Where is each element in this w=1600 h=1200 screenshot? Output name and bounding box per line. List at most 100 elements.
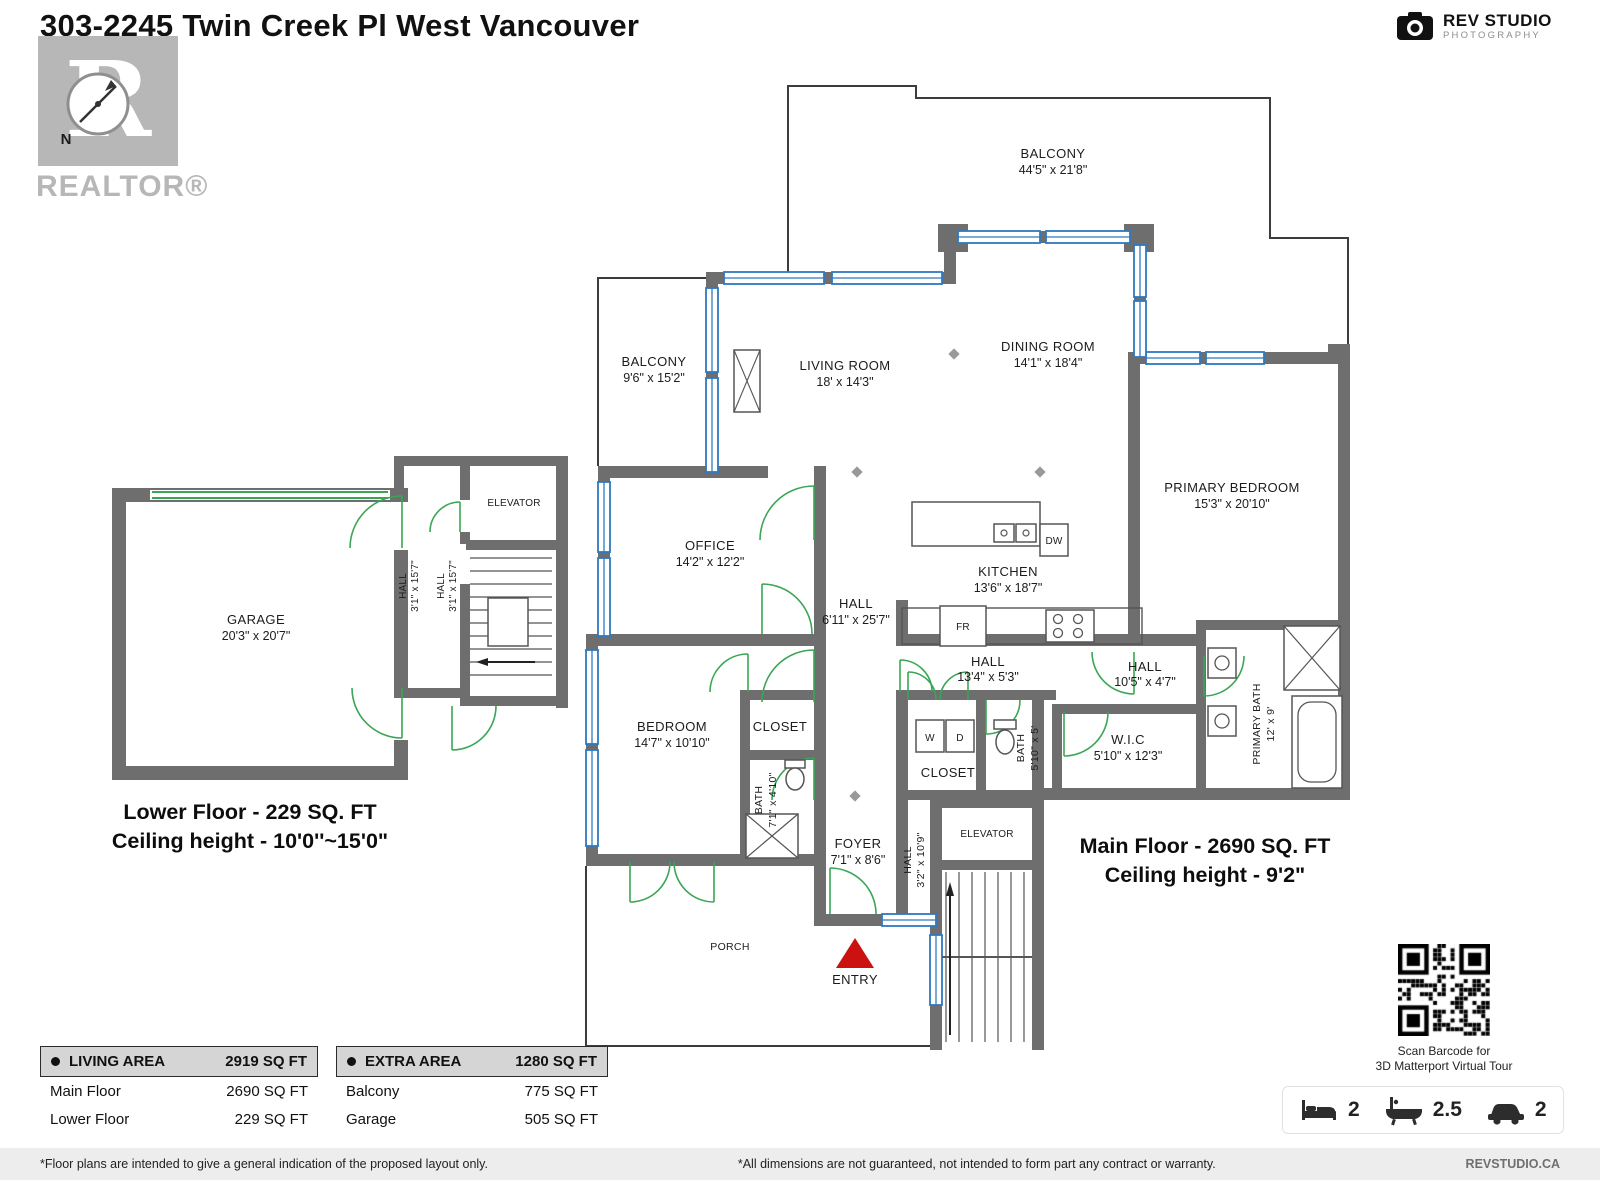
dishwasher: [1039, 523, 1069, 557]
label-kitchen-dims: 13'6" x 18'7": [974, 581, 1043, 595]
bath-fixtures: [745, 625, 1343, 859]
qr-caption-line1: Scan Barcode for: [1397, 1044, 1491, 1058]
label-fridge: FR: [956, 622, 970, 633]
entry-label: ENTRY: [832, 972, 878, 987]
label-porch: PORCH: [710, 941, 749, 953]
washer: [915, 719, 945, 753]
label-primary-bath-dims: 12' x 9': [1265, 706, 1277, 741]
label-bedroom-name: BEDROOM: [637, 719, 707, 734]
lower-floor-ceiling: Ceiling height - 10'0''~15'0": [111, 829, 389, 853]
room-elevator-lower: ELEVATOR: [487, 498, 540, 509]
bathtub: [1291, 695, 1343, 789]
main-floor-ceiling: Ceiling height - 9'2": [1104, 863, 1306, 887]
pillar: [1328, 344, 1350, 364]
baths-stat: 2.5: [1384, 1094, 1462, 1126]
beds-count: 2: [1348, 1098, 1360, 1121]
room-hall-main: HALL 6'11" x 25'7": [822, 596, 890, 627]
label-foyer-dims: 7'1" x 8'6": [831, 853, 886, 867]
table-row: Main Floor 2690 SQ FT: [40, 1077, 318, 1105]
disclaimer-center: *All dimensions are not guaranteed, not …: [737, 1157, 1216, 1171]
parking-stat: 2: [1486, 1094, 1547, 1126]
room-wic: W.I.C 5'10" x 12'3": [1094, 732, 1163, 763]
entry-arrow: [836, 938, 874, 968]
label-dining-name: DINING ROOM: [1001, 339, 1095, 354]
walls: [112, 224, 1350, 1050]
car-icon: [1487, 1104, 1524, 1125]
kitchen-fixtures: [901, 501, 1143, 647]
stairs-lower: [470, 557, 552, 676]
label-hall-main-name: HALL: [839, 596, 873, 611]
label-living-name: LIVING ROOM: [799, 358, 890, 373]
label-wic-name: W.I.C: [1111, 732, 1145, 747]
vanity-sink: [1207, 705, 1237, 737]
label-bath-lower-dims: 7'1" x 4'10": [767, 772, 779, 827]
room-foyer: FOYER 7'1" x 8'6": [831, 836, 886, 867]
sink: [1015, 523, 1037, 543]
label-hall-east-name: HALL: [1128, 659, 1162, 674]
label-garage-dims: 20'3" x 20'7": [222, 629, 291, 643]
room-living: LIVING ROOM 18' x 14'3": [799, 358, 890, 389]
label-hall-stairs-dims: 3'2" x 10'9": [915, 832, 927, 887]
living-area-header-value: 2919 SQ FT: [225, 1053, 307, 1070]
parking-count: 2: [1534, 1098, 1547, 1121]
row-value: 775 SQ FT: [524, 1082, 598, 1100]
realtor-wordmark: REALTOR®: [36, 170, 209, 203]
extra-area-header-value: 1280 SQ FT: [515, 1053, 597, 1070]
table-row: Lower Floor 229 SQ FT: [40, 1105, 318, 1133]
lower-floor-area: Lower Floor - 229 SQ. FT: [123, 800, 377, 824]
stairs-main: [942, 872, 1032, 1042]
label-elevator-main: ELEVATOR: [960, 829, 1013, 840]
room-primary-bath: PRIMARY BATH 12' x 9': [1251, 683, 1277, 764]
room-closet-bedroom: CLOSET: [753, 719, 807, 734]
washer-label: W: [925, 733, 935, 744]
label-bath-hall-dims: 5'10" x 5': [1029, 725, 1041, 770]
main-floor-area: Main Floor - 2690 SQ. FT: [1079, 834, 1331, 858]
room-hall-garage-2: HALL 3'1" x 15'7": [436, 560, 459, 612]
row-label: Balcony: [346, 1082, 400, 1100]
room-kitchen: KITCHEN 13'6" x 18'7": [974, 564, 1043, 595]
room-bedroom: BEDROOM 14'7" x 10'10": [634, 719, 710, 750]
studio-sub: PHOTOGRAPHY: [1443, 29, 1541, 41]
label-entry: ENTRY: [832, 972, 878, 987]
label-primary-bedroom-dims: 15'3" x 20'10": [1194, 497, 1270, 511]
stairs-arrow: [946, 882, 954, 896]
toilet-tank: [784, 759, 806, 769]
label-closet-bedroom: CLOSET: [753, 719, 807, 734]
compass-n-label: N: [61, 131, 72, 148]
label-bedroom-dims: 14'7" x 10'10": [634, 736, 710, 750]
room-dining: DINING ROOM 14'1" x 18'4": [1001, 339, 1095, 370]
toilet: [995, 729, 1015, 755]
room-bath-hall: BATH 5'10" x 5': [1015, 725, 1041, 770]
room-bath-lower: BATH 7'1" x 4'10": [753, 772, 779, 827]
label-bath-lower-name: BATH: [753, 786, 765, 814]
baths-count: 2.5: [1432, 1098, 1462, 1121]
toilet-tank: [993, 719, 1017, 730]
vanity-sink: [1207, 647, 1237, 679]
label-closet-hall: CLOSET: [921, 765, 975, 780]
room-hall-garage-1: HALL 3'1" x 15'7": [398, 560, 421, 612]
doors: [349, 485, 1245, 915]
room-balcony-left: BALCONY 9'6" x 15'2": [622, 354, 687, 385]
windows: [585, 230, 1265, 1006]
label-hall-stairs-name: HALL: [902, 846, 914, 873]
bath-icon: [1385, 1097, 1422, 1126]
room-garage: GARAGE 20'3" x 20'7": [222, 612, 291, 643]
bed-icon: [1302, 1100, 1336, 1120]
label-dishwasher: DW: [1045, 536, 1062, 547]
porch-outline: [585, 866, 930, 1047]
room-primary-bedroom: PRIMARY BEDROOM 15'3" x 20'10": [1164, 480, 1299, 511]
room-porch: PORCH: [710, 941, 749, 953]
room-labels: BALCONY 44'5" x 21'8" BALCONY 9'6" x 15'…: [222, 146, 1300, 987]
dryer-label: D: [956, 733, 963, 744]
label-hall-east-dims: 10'5" x 4'7": [1114, 675, 1176, 689]
room-hall-center: HALL 13'4" x 5'3": [957, 654, 1019, 684]
room-balcony-top: BALCONY 44'5" x 21'8": [1019, 146, 1088, 177]
room-closet-hall: CLOSET: [921, 765, 975, 780]
row-value: 2690 SQ FT: [226, 1082, 308, 1100]
room-hall-stairs: HALL 3'2" x 10'9": [902, 832, 927, 887]
label-kitchen-name: KITCHEN: [978, 564, 1038, 579]
label-elevator-lower: ELEVATOR: [487, 498, 540, 509]
table-row: Balcony 775 SQ FT: [336, 1077, 608, 1105]
label-hall-garage-1-dims: 3'1" x 15'7": [410, 560, 421, 612]
room-elevator-main: ELEVATOR: [960, 829, 1013, 840]
